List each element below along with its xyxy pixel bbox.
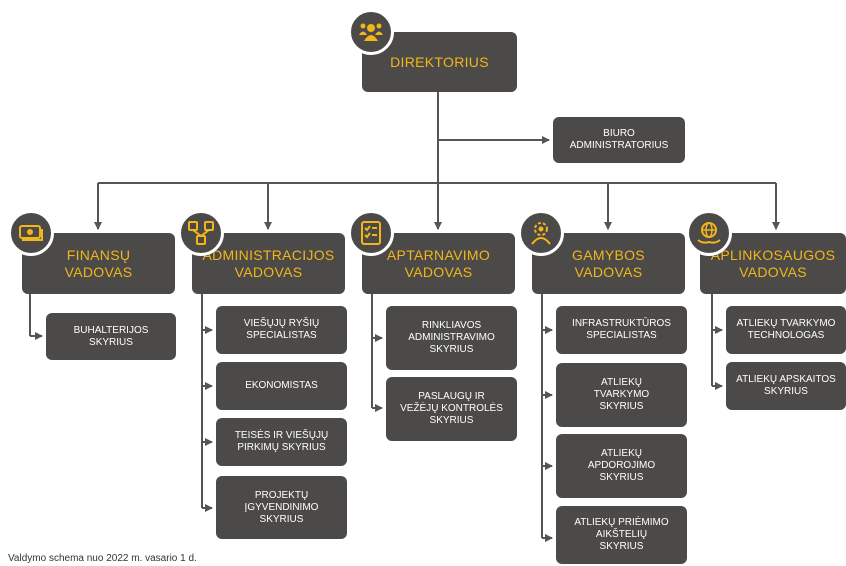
unit-line: ĮGYVENDINIMO: [244, 501, 319, 513]
office-box: BIURO ADMINISTRATORIUS: [553, 117, 685, 163]
money-icon: [8, 210, 54, 256]
unit-viesuju-rysiu: VIEŠŲJŲ RYŠIŲ SPECIALISTAS: [216, 306, 347, 354]
unit-line: PROJEKTŲ: [254, 489, 309, 501]
director-label: DIREKTORIUS: [390, 53, 489, 70]
network-icon: [178, 210, 224, 256]
office-line2: ADMINISTRATORIUS: [569, 140, 669, 151]
unit-line: ADMINISTRAVIMO: [408, 332, 495, 343]
unit-tvarkymo-technologas: ATLIEKŲ TVARKYMO TECHNOLOGAS: [726, 306, 846, 354]
unit-line: ATLIEKŲ: [601, 448, 642, 459]
unit-line: ATLIEKŲ: [601, 377, 642, 388]
unit-line: INFRASTRUKTŪROS: [572, 318, 671, 329]
unit-line: SKYRIUS: [259, 513, 304, 525]
unit-projektu: PROJEKTŲ ĮGYVENDINIMO SKYRIUS: [216, 476, 347, 539]
unit-line: ATLIEKŲ TVARKYMO: [736, 318, 836, 329]
unit-line: SKYRIUS: [764, 386, 808, 397]
unit-atlieku-tvarkymo: ATLIEKŲ TVARKYMO SKYRIUS: [556, 363, 687, 427]
globe-hands-icon: [686, 210, 732, 256]
manager-aptarnavimo-line1: APTARNAVIMO: [386, 246, 491, 263]
manager-administracijos-line1: ADMINISTRACIJOS: [202, 246, 335, 263]
unit-line: AIKŠTELIŲ: [595, 529, 648, 540]
unit-line: SKYRIUS: [599, 541, 644, 552]
unit-rinkliavos: RINKLIAVOS ADMINISTRAVIMO SKYRIUS: [386, 306, 517, 370]
unit-line: TVARKYMO: [593, 389, 650, 400]
checklist-icon: [348, 210, 394, 256]
manager-aplinkosaugos: APLINKOSAUGOS VADOVAS: [700, 233, 846, 294]
unit-line: APDOROJIMO: [587, 460, 656, 471]
worker-gear-icon: [518, 210, 564, 256]
manager-gamybos-line1: GAMYBOS: [572, 246, 645, 263]
manager-administracijos-line2: VADOVAS: [234, 263, 303, 280]
office-line1: BIURO: [603, 128, 635, 139]
caption: Valdymo schema nuo 2022 m. vasario 1 d.: [8, 553, 197, 564]
manager-finansu-line2: VADOVAS: [64, 263, 133, 280]
manager-gamybos-line2: VADOVAS: [574, 263, 643, 280]
unit-line: RINKLIAVOS: [421, 320, 482, 331]
manager-finansu-line1: FINANSŲ: [66, 246, 131, 263]
unit-line: ATLIEKŲ APSKAITOS: [736, 374, 836, 385]
unit-line: VIEŠŲJŲ RYŠIŲ: [243, 318, 320, 329]
manager-aptarnavimo-line2: VADOVAS: [404, 263, 473, 280]
unit-line: ATLIEKŲ PRIĖMIMO: [574, 517, 669, 528]
unit-line: VEŽĖJŲ KONTROLĖS: [400, 403, 503, 414]
unit-line: SKYRIUS: [599, 472, 644, 483]
unit-apskaitos: ATLIEKŲ APSKAITOS SKYRIUS: [726, 362, 846, 410]
unit-line: TEISĖS IR VIEŠŲJŲ: [234, 430, 329, 441]
unit-line: SKYRIUS: [599, 401, 644, 412]
unit-infrastrukturos: INFRASTRUKTŪROS SPECIALISTAS: [556, 306, 687, 354]
unit-atlieku-apdorojimo: ATLIEKŲ APDOROJIMO SKYRIUS: [556, 434, 687, 498]
unit-teises: TEISĖS IR VIEŠŲJŲ PIRKIMŲ SKYRIUS: [216, 418, 347, 466]
unit-paslaugu: PASLAUGŲ IR VEŽĖJŲ KONTROLĖS SKYRIUS: [386, 377, 517, 441]
people-icon: [348, 9, 394, 55]
unit-line: SKYRIUS: [429, 415, 474, 426]
manager-aplinkosaugos-line1: APLINKOSAUGOS: [710, 246, 836, 263]
unit-line: SPECIALISTAS: [586, 330, 657, 341]
unit-line: PIRKIMŲ SKYRIUS: [237, 442, 326, 453]
unit-line: SPECIALISTAS: [246, 330, 317, 341]
unit-line: SKYRIUS: [429, 344, 474, 355]
unit-line: SKYRIUS: [89, 336, 133, 348]
unit-atlieku-priemimo: ATLIEKŲ PRIĖMIMO AIKŠTELIŲ SKYRIUS: [556, 506, 687, 564]
unit-line: EKONOMISTAS: [245, 380, 318, 391]
unit-ekonomistas: EKONOMISTAS: [216, 362, 347, 410]
unit-line: BUHALTERIJOS: [73, 324, 149, 336]
unit-buhalterijos: BUHALTERIJOS SKYRIUS: [46, 313, 176, 360]
unit-line: PASLAUGŲ IR: [418, 391, 485, 402]
manager-aplinkosaugos-line2: VADOVAS: [739, 263, 807, 280]
unit-line: TECHNOLOGAS: [747, 330, 825, 341]
